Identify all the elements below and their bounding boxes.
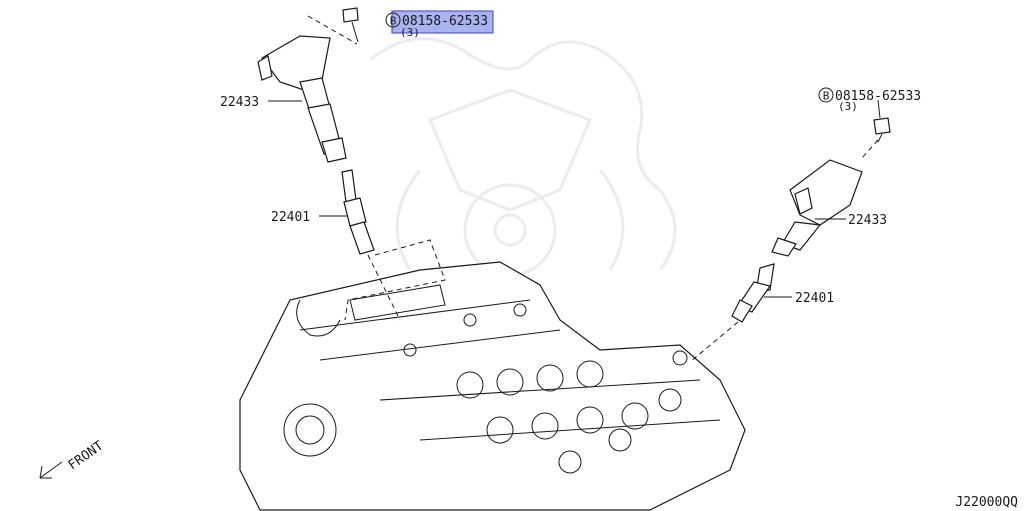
front-arrow-icon bbox=[39, 461, 63, 479]
highlight-box bbox=[391, 10, 494, 34]
badge-circle-right bbox=[818, 87, 834, 103]
part-number-bolt-left: 08158-62533 bbox=[402, 14, 488, 29]
guide-left-bolt bbox=[307, 15, 358, 45]
watermark-emblem bbox=[369, 37, 677, 277]
front-indicator: FRONT bbox=[39, 438, 107, 479]
engine-block bbox=[239, 261, 746, 511]
callout-bolt-left[interactable]: B 08158-62533 (3) bbox=[385, 10, 494, 39]
badge-letter-right: B bbox=[823, 90, 830, 103]
qty-bolt-right: (3) bbox=[838, 100, 858, 113]
diagram-code: J22000QQ bbox=[955, 495, 1018, 510]
badge-circle-left bbox=[385, 12, 401, 28]
ignition-coil-left bbox=[257, 35, 347, 163]
ignition-coil-right bbox=[771, 159, 863, 257]
bolt-right bbox=[873, 117, 891, 143]
part-number-plug-right[interactable]: 22401 bbox=[795, 291, 834, 306]
bolt-left bbox=[342, 7, 359, 43]
spark-plug-right bbox=[731, 263, 775, 323]
part-number-plug-left[interactable]: 22401 bbox=[271, 210, 310, 225]
part-number-coil-right[interactable]: 22433 bbox=[848, 213, 887, 228]
qty-bolt-left: (3) bbox=[400, 26, 420, 39]
guide-left-head bbox=[344, 239, 446, 321]
guide-right-plug bbox=[689, 321, 739, 363]
spark-plug-left bbox=[341, 169, 375, 255]
part-number-bolt-right: 08158-62533 bbox=[835, 89, 921, 104]
leader-bolt-right bbox=[877, 99, 881, 119]
guide-right-bolt bbox=[861, 139, 879, 159]
callout-bolt-right[interactable]: B 08158-62533 (3) bbox=[818, 87, 921, 113]
part-number-coil-left[interactable]: 22433 bbox=[220, 95, 259, 110]
front-label: FRONT bbox=[66, 438, 107, 473]
guide-left-plug bbox=[367, 254, 401, 321]
badge-letter-left: B bbox=[390, 15, 397, 28]
